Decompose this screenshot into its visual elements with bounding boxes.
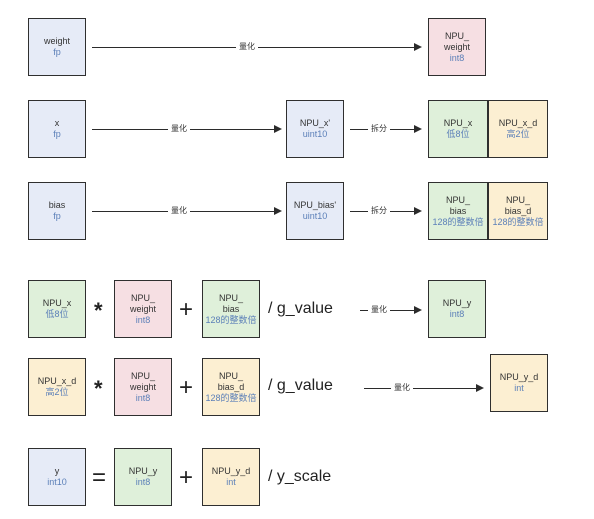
arrow-head-icon — [414, 306, 422, 314]
node-type: int — [226, 477, 236, 487]
x-fp-node: x fp — [28, 100, 86, 158]
plus-operator: + — [179, 296, 194, 323]
plus-operator: + — [179, 374, 194, 401]
eq1-quantize-label: 量化 — [368, 305, 390, 315]
eq2-quantize-arrow-line — [364, 388, 476, 389]
npu-x-low8-node: NPU_x 低8位 — [428, 100, 488, 158]
eq2-npu-y-d-node: NPU_y_d int — [490, 354, 548, 412]
equals-operator: = — [92, 464, 107, 491]
multiply-operator: * — [94, 298, 103, 323]
divide-g-value: / g_value — [268, 300, 333, 317]
node-name: NPU_x — [42, 298, 72, 308]
divide-g-value: / g_value — [268, 377, 333, 394]
eq3-npu-y-d-node: NPU_y_d int — [202, 448, 260, 506]
node-type: int8 — [135, 477, 151, 487]
npu-bias-prime-node: NPU_bias' uint10 — [286, 182, 344, 240]
node-type: fp — [53, 211, 61, 221]
node-type: 128的整数倍 — [432, 216, 484, 227]
npu-bias-d-node: NPU_ bias_d 128的整数倍 — [488, 182, 548, 240]
node-name: NPU_ bias — [218, 292, 243, 314]
node-type: fp — [53, 47, 61, 57]
arrow-head-icon — [476, 384, 484, 392]
bias-fp-node: bias fp — [28, 182, 86, 240]
node-type: uint10 — [302, 129, 328, 139]
arrow-head-icon — [274, 207, 282, 215]
eq2-npu-bias-d-node: NPU_ bias_d 128的整数倍 — [202, 358, 260, 416]
node-name: weight — [43, 36, 70, 46]
node-name: NPU_ weight — [129, 370, 156, 392]
plus-operator: + — [179, 464, 194, 491]
node-name: NPU_y — [128, 466, 158, 476]
node-name: NPU_y — [442, 298, 472, 308]
bias-split-label: 拆分 — [368, 206, 390, 216]
node-type: int8 — [449, 309, 465, 319]
eq1-npu-bias-node: NPU_ bias 128的整数倍 — [202, 280, 260, 338]
node-name: NPU_x_d — [37, 376, 77, 386]
node-name: x — [54, 118, 60, 128]
node-name: NPU_x — [443, 118, 473, 128]
eq1-npu-y-node: NPU_y int8 — [428, 280, 486, 338]
node-type: fp — [53, 129, 61, 139]
divide-y-scale: / y_scale — [268, 468, 332, 485]
node-name: NPU_ bias — [445, 194, 470, 216]
node-name: y — [54, 466, 60, 476]
node-type: 高2位 — [506, 129, 530, 139]
node-name: NPU_ weight — [129, 292, 156, 314]
arrow-head-icon — [274, 125, 282, 133]
x-split-label: 拆分 — [368, 124, 390, 134]
eq3-y-node: y int10 — [28, 448, 86, 506]
x-quantize-label: 量化 — [168, 124, 190, 134]
node-type: int — [514, 383, 524, 393]
node-name: NPU_ bias_d — [217, 370, 245, 392]
npu-bias-node: NPU_ bias 128的整数倍 — [428, 182, 488, 240]
node-type: 128的整数倍 — [205, 392, 257, 403]
npu-weight-int8-node: NPU_ weight int8 — [428, 18, 486, 76]
eq3-npu-y-node: NPU_y int8 — [114, 448, 172, 506]
eq1-npu-weight-node: NPU_ weight int8 — [114, 280, 172, 338]
node-type: 低8位 — [45, 309, 69, 319]
node-name: NPU_x_d — [498, 118, 538, 128]
weight-quantize-label: 量化 — [236, 42, 258, 52]
node-name: NPU_y_d — [499, 372, 539, 382]
node-type: int8 — [135, 392, 151, 403]
node-type: int8 — [135, 314, 151, 325]
arrow-head-icon — [414, 125, 422, 133]
node-type: int8 — [449, 52, 465, 63]
node-type: int10 — [47, 477, 67, 487]
node-name: NPU_x' — [299, 118, 331, 128]
node-type: 128的整数倍 — [492, 216, 544, 227]
node-name: NPU_ weight — [443, 30, 470, 52]
node-name: NPU_ bias_d — [504, 194, 532, 216]
node-name: bias — [48, 200, 66, 210]
weight-fp-node: weight fp — [28, 18, 86, 76]
eq2-npu-x-d-node: NPU_x_d 高2位 — [28, 358, 86, 416]
eq2-quantize-label: 量化 — [391, 383, 413, 393]
arrow-head-icon — [414, 43, 422, 51]
node-name: NPU_bias' — [293, 200, 337, 210]
npu-x-prime-node: NPU_x' uint10 — [286, 100, 344, 158]
node-type: 128的整数倍 — [205, 314, 257, 325]
arrow-head-icon — [414, 207, 422, 215]
bias-quantize-label: 量化 — [168, 206, 190, 216]
node-type: 低8位 — [446, 129, 470, 139]
npu-x-d-high2-node: NPU_x_d 高2位 — [488, 100, 548, 158]
multiply-operator: * — [94, 376, 103, 401]
node-type: 高2位 — [45, 387, 69, 397]
eq1-npu-x-node: NPU_x 低8位 — [28, 280, 86, 338]
node-type: uint10 — [302, 211, 328, 221]
node-name: NPU_y_d — [211, 466, 251, 476]
eq2-npu-weight-node: NPU_ weight int8 — [114, 358, 172, 416]
